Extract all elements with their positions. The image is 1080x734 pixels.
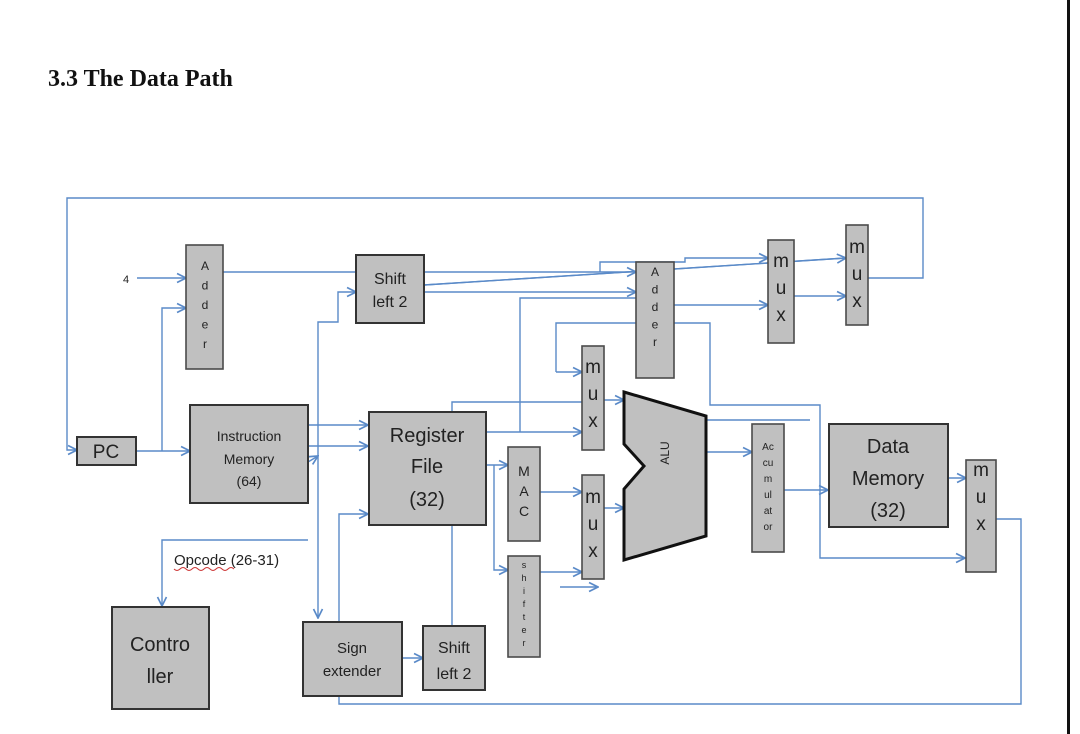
shift-top-line1: Shift bbox=[374, 271, 407, 288]
controller-line1: Contro bbox=[130, 634, 190, 656]
regfile-line2: File bbox=[411, 456, 443, 478]
wire-pc4-to-mux bbox=[599, 258, 768, 272]
sign-extender-block: Sign extender bbox=[302, 621, 403, 697]
spell-underline bbox=[173, 567, 235, 571]
wire-shift-up bbox=[451, 401, 600, 626]
shift-bottom-line1: Shift bbox=[438, 640, 471, 657]
page-right-border bbox=[1067, 0, 1070, 734]
dmem-line1: Data bbox=[867, 436, 910, 458]
wires bbox=[66, 197, 1022, 705]
shift-bottom-line2: left 2 bbox=[437, 666, 472, 683]
regfile-line3: (32) bbox=[409, 489, 445, 511]
instruction-memory-block: Instruction Memory (64) bbox=[189, 404, 309, 504]
wire-regfile-up bbox=[519, 297, 636, 432]
wire-pc-to-adder bbox=[161, 308, 186, 451]
signext-line1: Sign bbox=[337, 640, 367, 657]
constant-four-label: 4 bbox=[123, 274, 129, 286]
wire-pc4-to-wb-mux bbox=[555, 322, 965, 558]
wire-writeback bbox=[338, 514, 1022, 705]
shift-left-bottom-block: Shift left 2 bbox=[422, 625, 486, 691]
section-title: 3.3 The Data Path bbox=[48, 66, 233, 92]
imem-line2: Memory bbox=[224, 451, 275, 467]
wire-regfile-to-shifter bbox=[493, 465, 508, 570]
register-file-block: Register File (32) bbox=[368, 411, 487, 526]
shift-left-top-block: Shift left 2 bbox=[355, 254, 425, 324]
alu-label: ALU bbox=[658, 441, 672, 464]
alu-block: ALU bbox=[622, 389, 708, 563]
wire-jump-to-pc bbox=[66, 197, 924, 450]
imem-line1: Instruction bbox=[217, 428, 282, 444]
pc-label: PC bbox=[93, 442, 119, 463]
signext-line2: extender bbox=[323, 663, 381, 680]
controller-line2: ller bbox=[147, 666, 174, 688]
wire-imem-to-shift bbox=[317, 292, 356, 425]
wire-opcode-to-controller bbox=[162, 539, 308, 606]
opcode-label-group: Opcode (26-31) bbox=[173, 552, 279, 571]
imem-line3: (64) bbox=[237, 473, 262, 489]
shift-top-line2: left 2 bbox=[373, 294, 408, 311]
wire-imem-rd bbox=[307, 456, 318, 462]
controller-block: Contro ller bbox=[111, 606, 210, 710]
pc-block: PC bbox=[76, 436, 137, 466]
opcode-label: Opcode (26-31) bbox=[174, 552, 279, 569]
dmem-line3: (32) bbox=[870, 500, 906, 522]
dmem-line2: Memory bbox=[852, 468, 924, 490]
regfile-line1: Register bbox=[390, 425, 465, 447]
data-memory-block: Data Memory (32) bbox=[828, 423, 949, 528]
